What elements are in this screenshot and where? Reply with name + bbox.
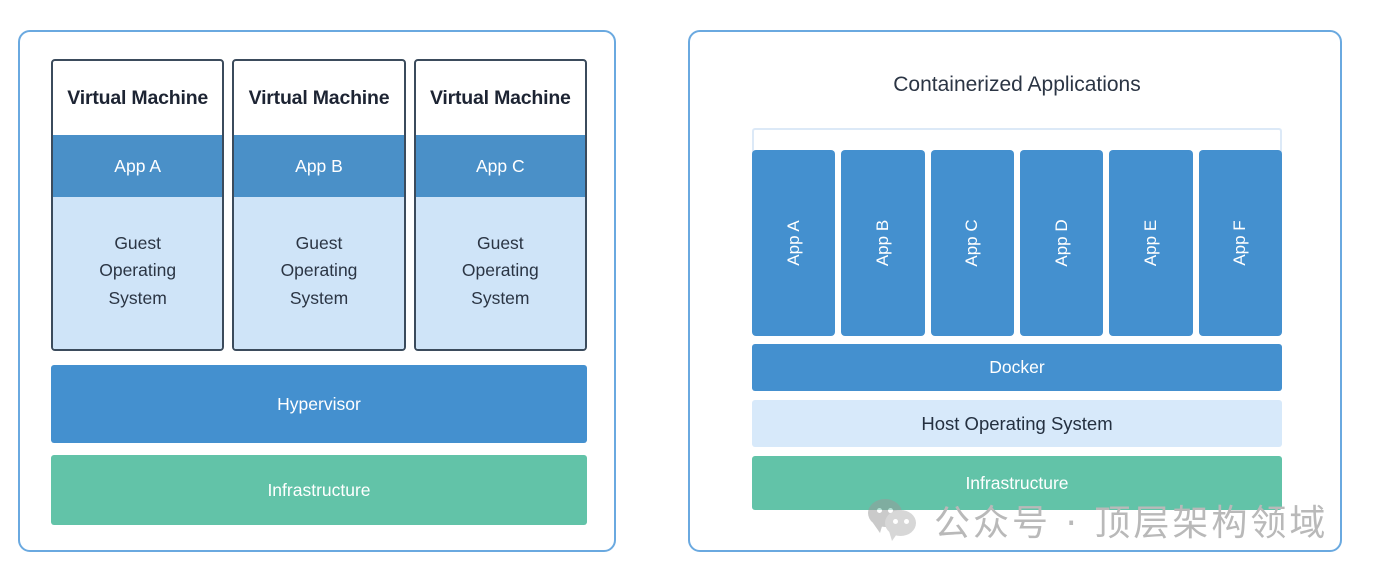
vm-title: Virtual Machine	[429, 86, 571, 109]
vm-title: Virtual Machine	[248, 86, 390, 109]
container-app-label: App F	[1230, 220, 1250, 266]
vm-app-band: App B	[234, 135, 404, 197]
container-app-1: App A	[752, 150, 836, 336]
vm-guest-os-label: Guest Operating System	[461, 233, 539, 308]
container-app-5: App E	[1109, 150, 1193, 336]
containerized-applications-title: Containerized Applications	[893, 73, 1141, 96]
container-app-label: App D	[1051, 219, 1071, 267]
vm-column-1: Virtual Machine App A Guest Operating Sy…	[51, 59, 225, 351]
vm-guest-os-band: Guest Operating System	[53, 197, 223, 349]
container-app-label: App C	[962, 219, 982, 267]
virtual-machine-panel: Virtual Machine App A Guest Operating Sy…	[18, 30, 616, 552]
vm-column-2: Virtual Machine App B Guest Operating Sy…	[232, 59, 406, 351]
vm-guest-os-label: Guest Operating System	[280, 233, 358, 308]
vm-column-row: Virtual Machine App A Guest Operating Sy…	[51, 59, 587, 351]
host-operating-system-bar: Host Operating System	[752, 400, 1282, 447]
vm-app-band: App C	[415, 135, 585, 197]
vm-guest-os-band: Guest Operating System	[234, 197, 404, 349]
container-app-label: App A	[783, 220, 803, 266]
hypervisor-bar: Hypervisor	[51, 365, 587, 443]
container-app-6: App F	[1198, 150, 1282, 336]
container-app-row: App A App B App C App D App E App F	[752, 150, 1282, 336]
container-app-label: App E	[1140, 219, 1160, 267]
vm-infrastructure-bar: Infrastructure	[51, 455, 587, 525]
vm-column-3: Virtual Machine App C Guest Operating Sy…	[413, 59, 587, 351]
container-app-4: App D	[1019, 150, 1104, 336]
vm-app-band: App A	[53, 135, 223, 197]
container-app-label: App B	[872, 219, 892, 267]
container-app-2: App B	[841, 150, 925, 336]
container-app-3: App C	[930, 150, 1014, 336]
docker-bar: Docker	[752, 344, 1282, 391]
vm-guest-os-band: Guest Operating System	[415, 197, 585, 349]
vm-title: Virtual Machine	[67, 86, 209, 109]
container-panel: Containerized Applications App A App B A…	[688, 30, 1342, 552]
container-infrastructure-bar: Infrastructure	[752, 456, 1282, 510]
vm-guest-os-label: Guest Operating System	[99, 233, 177, 308]
app-group-bracket	[752, 128, 1282, 154]
